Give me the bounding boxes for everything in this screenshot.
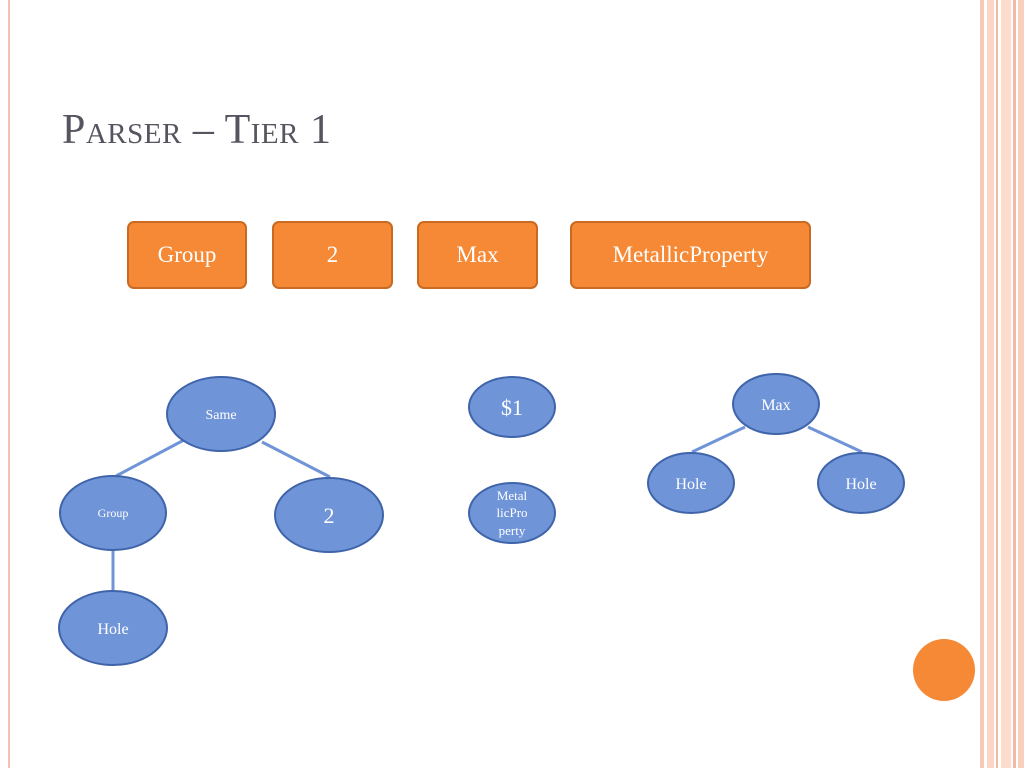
node-hole-child: Hole [58,590,168,666]
node-metallic-property: Metal licPro perty [468,482,556,544]
right-stripe-3 [996,0,998,768]
node-max-hole-right-label: Hole [845,476,876,493]
node-max: Max [732,373,820,435]
node-2-label: 2 [324,503,335,528]
token-max: Max [417,221,538,289]
slide-title: Parser – Tier 1 [62,107,332,153]
node-group: Group [59,475,167,551]
edge-max-hole-right [807,425,863,454]
token-metallic-property: MetallicProperty [570,221,811,289]
node-same-label: Same [205,408,236,423]
token-2: 2 [272,221,393,289]
right-stripe-1 [980,0,984,768]
node-max-label: Max [761,397,790,414]
node-2: 2 [274,477,384,553]
node-metallic-line-3: perty [499,523,526,538]
edge-max-hole-left [691,425,746,454]
node-same: Same [166,376,276,452]
node-max-hole-left: Hole [647,452,735,514]
node-dollar-1: $1 [468,376,556,438]
node-metallic-line-2: licPro [496,505,527,520]
node-dollar-1-label: $1 [501,395,523,420]
edge-same-group [115,438,185,478]
node-max-hole-right: Hole [817,452,905,514]
right-stripe-2 [987,0,994,768]
right-stripe-6 [1018,0,1024,768]
node-metallic-line-1: Metal [497,488,528,503]
left-border-decoration [8,0,10,768]
right-stripe-4 [1001,0,1011,768]
node-group-label: Group [98,506,129,520]
edge-same-2 [261,440,331,479]
node-hole-child-label: Hole [97,621,128,638]
token-group: Group [127,221,247,289]
accent-circle [913,639,975,701]
right-stripe-5 [1013,0,1016,768]
node-max-hole-left-label: Hole [675,476,706,493]
